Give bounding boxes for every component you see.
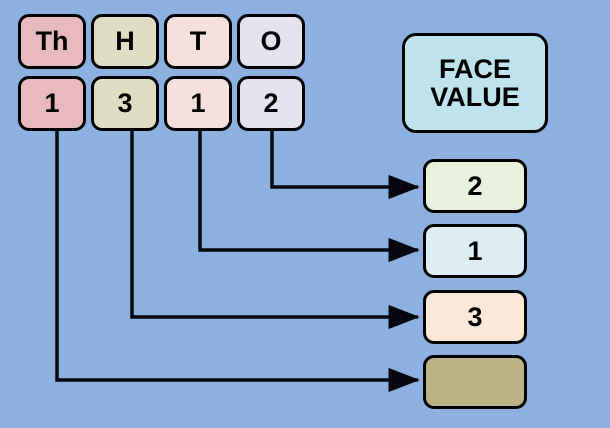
result-box-hundreds: 3: [423, 290, 527, 344]
connector-hundreds-to-result-3: [130, 131, 420, 330]
place-value-header-o: O: [237, 14, 305, 69]
digit-cell-thousands: 1: [18, 76, 86, 131]
digit-cell-hundreds: 3: [91, 76, 159, 131]
result-box-tens: 1: [423, 224, 527, 278]
place-value-header-h: H: [91, 14, 159, 69]
place-value-header-t-label: T: [189, 26, 207, 57]
result-box-hundreds-value: 3: [467, 301, 483, 332]
place-value-header-h-label: H: [115, 26, 135, 57]
place-value-header-th: Th: [18, 14, 86, 69]
place-value-header-o-label: O: [260, 26, 282, 57]
result-box-tens-value: 1: [467, 235, 483, 266]
face-value-heading-line1: FACE: [438, 53, 511, 84]
connector-tens-to-result-2: [198, 131, 420, 263]
result-box-ones: 2: [423, 159, 527, 213]
digit-cell-thousands-value: 1: [44, 88, 60, 119]
result-box-thousands: [423, 355, 527, 409]
place-value-header-th-label: Th: [35, 26, 69, 57]
face-value-heading: FACE VALUE: [402, 33, 548, 133]
face-value-heading-line2: VALUE: [430, 82, 520, 112]
digit-cell-tens-value: 1: [190, 88, 206, 119]
digit-cell-hundreds-value: 3: [117, 88, 133, 119]
digit-cell-tens: 1: [164, 76, 232, 131]
result-box-ones-value: 2: [467, 170, 483, 201]
digit-cell-ones-value: 2: [263, 88, 279, 119]
digit-cell-ones: 2: [237, 76, 305, 131]
connector-thousands-to-result-4: [55, 131, 420, 393]
place-value-header-t: T: [164, 14, 232, 69]
connector-ones-to-result-1: [270, 131, 420, 200]
